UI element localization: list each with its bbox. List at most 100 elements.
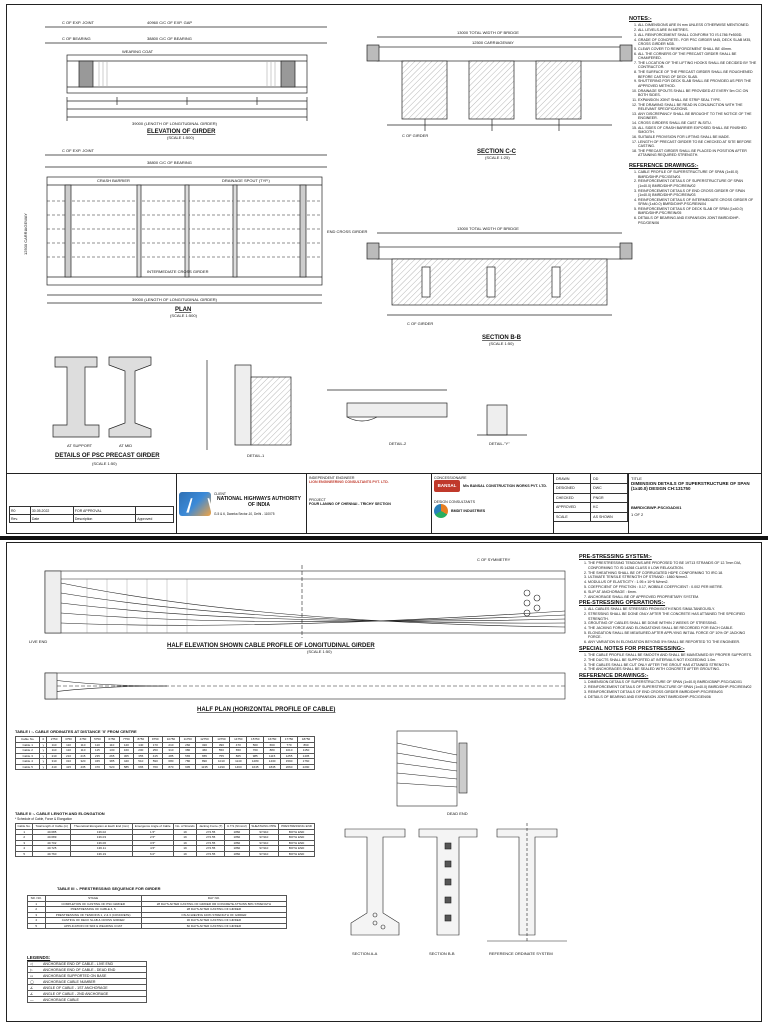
table3-title: TABLE III :- PRESTRESSING SEQUENCE FOR G… — [57, 886, 161, 891]
revision-cell: Approved — [135, 514, 174, 523]
detail-1-caption: DETAIL-1 — [247, 453, 265, 458]
special-note-item: THE ANCHORAGES SHALL BE SEALED WITH CONC… — [588, 667, 757, 671]
prestress-note-item: COEFFICIENT OF FRICTION : 0.17, WOBBLE C… — [588, 585, 757, 589]
revision-cell: FOR APPROVAL — [72, 506, 137, 515]
prestress-ops-title: PRE-STRESSING OPERATIONS:- — [579, 600, 666, 606]
live-end-label: LIVE END — [29, 639, 47, 644]
table-cell: 585 — [118, 763, 135, 770]
section-bb-c-girder: C OF GIRDER — [407, 321, 433, 326]
elev-wearing-coat: WEARING COAT — [122, 49, 154, 54]
section-cc-carriageway: 12500 CARRIAGEWAY — [472, 40, 514, 45]
section-cc-total-width: 13000 TOTAL WIDTH OF BRIDGE — [457, 30, 519, 35]
legend-item: ◁ANCHORAGE END OF CABLE - LIVE END — [27, 961, 147, 967]
table-cell: 1860 — [224, 850, 250, 857]
legend-item: ◯ANCHORAGE CABLE NUMBER — [27, 979, 147, 985]
special-note-item: THE CABLE PROFILE SHALL BE SMOOTH AND SH… — [588, 653, 757, 657]
ref-drawing-item: REINFORCEMENT DETAILS OF END CROSS GIRDE… — [588, 690, 757, 694]
sheet1-notes: NOTES:- ALL DIMENSIONS ARE IN mm UNLESS … — [629, 15, 757, 225]
plan-bearing-dim: 38800 C/C OF BEARING — [147, 160, 192, 165]
note-item: CROSS GIRDERS SHALL BE CAST IN-SITU. — [638, 121, 757, 125]
ref-drawing-item: DETAILS OF BEARING AND EXPANSION JOINT B… — [588, 695, 757, 699]
note-item: DRAINAGE SPOUTS SHALL BE PROVIDED AT EVE… — [638, 89, 757, 98]
elev-exp-gap-dim: 40960 C/C OF EXP. GAP — [147, 20, 192, 25]
note-item: ALL LEVELS ARE IN METRES. — [638, 28, 757, 32]
notes-list: ALL DIMENSIONS ARE IN mm UNLESS OTHERWIS… — [629, 23, 757, 157]
plan-crash-barrier: CRASH BARRIER — [97, 178, 130, 183]
section-bb-total-width: 13000 TOTAL WIDTH OF BRIDGE — [457, 226, 519, 231]
special-note-item: THE DUCTS SHALL BE SUPPORTED AT INTERVAL… — [588, 658, 757, 662]
table-cell: PRESTRESSING OF TENDONS 1, 2 & 3 (CONCRE… — [44, 911, 142, 918]
table-cell: 1290 — [212, 763, 231, 770]
dead-end-label: DEAD END — [447, 811, 468, 816]
table-cell: 2290 — [297, 763, 315, 770]
plan-caption: PLAN — [175, 307, 191, 313]
legend-item: ▷ANCHORAGE END OF CABLE - DEAD END — [27, 967, 147, 973]
revision-cell: Rev. — [9, 514, 31, 523]
table-cell: 470 — [89, 763, 106, 770]
table-cell: 60 DAYS AFTER CASTING OF GIRDER — [140, 922, 288, 929]
detail-y — [477, 404, 527, 436]
revision-cell: Date — [29, 514, 74, 523]
table-header-cell: Emergence Angle of Cable — [131, 823, 174, 830]
section-bb2-caption: SECTION B-B — [429, 951, 455, 956]
legend-symbol-icon: ◯ — [30, 979, 35, 984]
section-cc-c-girder: C OF GIRDER — [402, 133, 428, 138]
ref-drawing-item: REINFORCEMENT DETAILS OF SUPERSTRUCTURE … — [638, 179, 757, 188]
psc-at-mid: AT MID — [119, 443, 132, 448]
table-cell: 28 DAYS AFTER CASTING OF GIRDER OR CONCR… — [140, 900, 288, 907]
table-cell: 665 — [133, 763, 149, 770]
drawing-sheet-1: C OF EXP. JOINT 40960 C/C OF EXP. GAP C … — [6, 4, 762, 534]
prestress-note-item: ULTIMATE TENSILE STRENGTH OF STRAND : 18… — [588, 575, 757, 579]
design-name: BMDIT INDUSTRIES — [451, 509, 486, 513]
prestress-notes: PRE-STRESSING SYSTEM:- THE PRESTRESSING … — [579, 553, 757, 699]
legend-label: ANGLE OF CABLE - 1ST ANCHORAGE — [43, 985, 108, 990]
table-header-cell: Theoretical Elongation at Each End (mm) — [70, 823, 133, 830]
half-elevation-caption: HALF ELEVATION SHOWN CABLE PROFILE OF LO… — [167, 643, 375, 649]
table2-title: TABLE II :- CABLE LENGTH AND ELONGATION — [15, 811, 105, 816]
legend-symbol-icon: ∠ — [30, 991, 34, 996]
client-label: CLIENT — [213, 491, 226, 496]
table-cell: 19 — [172, 850, 198, 857]
elev-bearing-label: C OF BEARING — [62, 36, 91, 41]
note-item: SHUTTERING FOR DECK SLAB SHALL BE PROVID… — [638, 79, 757, 88]
table-cell: 1645 — [246, 763, 265, 770]
ref-drawing-item: REINFORCEMENT DETAILS OF INTERMEDIATE CR… — [638, 198, 757, 207]
title-label: TITLE — [631, 476, 642, 481]
table-header-cell: PRESTRESSING END — [278, 823, 315, 830]
meta-cell: APPROVED — [554, 502, 592, 513]
prestress-system-title: PRE-STRESSING SYSTEM:- — [579, 554, 652, 560]
special-notes-list: THE CABLE PROFILE SHALL BE SMOOTH AND SH… — [579, 653, 757, 672]
section-cc — [366, 36, 633, 131]
table-cell: 760 — [147, 763, 163, 770]
plan-exp-joint-label: C OF EXP. JOINT — [62, 148, 94, 153]
prestress-op-item: THE JACKING FORCE AND ELONGATIONS SHALL … — [588, 626, 757, 630]
meta-cell: AS SHOWN — [590, 512, 628, 522]
legend-item: ∠ANGLE OF CABLE - 2ND ANCHORAGE — [27, 991, 147, 997]
sheet-separator — [0, 536, 768, 540]
section-cc-scale: (SCALE 1:25) — [485, 155, 510, 160]
plan-end-cross: END CROSS GIRDER — [327, 229, 368, 234]
note-item: THE LOCATION OF THE LIFTING HOOKS SHALL … — [638, 61, 757, 70]
plan-of-girder — [45, 154, 327, 304]
ref-drawing-item: REINFORCEMENT DETAILS OF DECK SLAB OF SP… — [638, 207, 757, 216]
ref-drawing-item: REINFORCEMENT DETAILS OF END CROSS GIRDE… — [638, 189, 757, 198]
plan-intermediate: INTERMEDIATE CROSS GIRDER — [147, 269, 209, 274]
table-cell: 1135 — [195, 763, 214, 770]
prestress-note-item: MODULUS OF ELASTICITY : 1.95 x 10^5 N/mm… — [588, 580, 757, 584]
note-item: THE SURFACE OF THE PRECAST GIRDER SHALL … — [638, 70, 757, 79]
elevation-caption: ELEVATION OF GIRDER — [147, 129, 216, 135]
drawing-sheet-2: LIVE END C OF SYMMETRY HALF ELEVATION SH… — [6, 542, 762, 1022]
plan-drainage-spout: DRAINAGE SPOUT (TYP.) — [222, 178, 271, 183]
ref-drawings2-list: DIMENSION DETAILS OF SUPERSTRUCTURE OF S… — [579, 680, 757, 699]
client-block: CLIENT NATIONAL HIGHWAYS AUTHORITY OF IN… — [177, 474, 307, 533]
contractor-label: CONCESSIONAIRE — [434, 476, 467, 480]
detail-2 — [327, 389, 448, 422]
plan-length-dim: 39000 (LENGTH OF LONGITUDINAL GIRDER) — [132, 297, 218, 302]
